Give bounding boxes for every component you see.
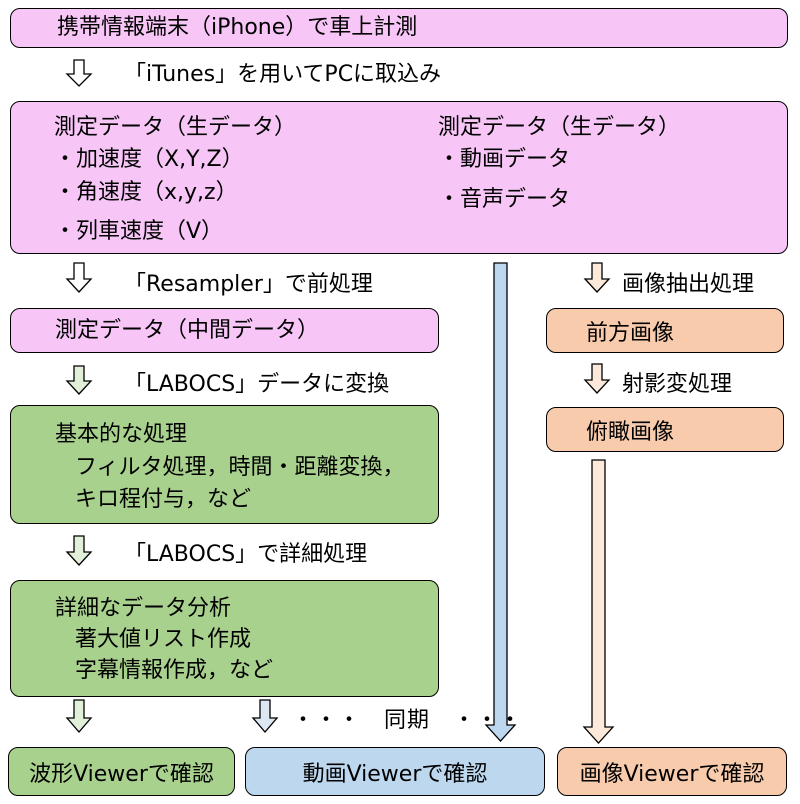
- arrow-down-icon: [65, 535, 93, 566]
- resampler-step-label: 「Resampler」で前処理: [124, 272, 373, 297]
- long-arrow-down-icon: [582, 459, 615, 744]
- itunes-step-label: 「iTunes」を用いてPCに取込み: [124, 62, 442, 87]
- video-viewer-box: 動画Viewerで確認: [245, 747, 545, 796]
- arrow-down-icon: [65, 699, 93, 733]
- projective-step-label: 射影変処理: [622, 372, 733, 397]
- image-viewer-label: 画像Viewerで確認: [579, 761, 765, 787]
- arrow-down-icon: [583, 363, 611, 394]
- detailed-analysis-box: 詳細なデータ分析 著大値リスト作成 字幕情報作成，など: [10, 580, 439, 697]
- video-viewer-label: 動画Viewerで確認: [302, 761, 488, 787]
- intermediate-data-box: 測定データ（中間データ）: [10, 308, 439, 353]
- raw-data-item: ・加速度（X,Y,Z）: [54, 147, 244, 172]
- arrow-down-icon: [251, 699, 279, 733]
- arrow-down-icon: [65, 59, 93, 87]
- onboard-measurement-label: 携帯情報端末（iPhone）で車上計測: [57, 15, 418, 40]
- basic-processing-box: 基本的な処理 フィルタ処理，時間・距離変換， キロ程付与，など: [10, 405, 439, 524]
- waveform-viewer-label: 波形Viewerで確認: [29, 761, 214, 787]
- sync-label: ・・・ 同期 ・・・: [292, 708, 523, 733]
- raw-data-item: ・音声データ: [438, 187, 571, 212]
- birdseye-image-box: 俯瞰画像: [546, 407, 784, 452]
- long-arrow-down-icon: [484, 262, 517, 742]
- raw-data-right-title: 測定データ（生データ）: [438, 115, 681, 140]
- waveform-viewer-box: 波形Viewerで確認: [8, 747, 235, 796]
- front-image-box: 前方画像: [546, 308, 784, 353]
- labocs-detail-step-label: 「LABOCS」で詳細処理: [124, 542, 368, 567]
- arrow-down-icon: [65, 365, 93, 395]
- detailed-analysis-line: 著大値リスト作成: [75, 627, 252, 652]
- image-extract-step-label: 画像抽出処理: [622, 272, 755, 297]
- raw-data-item: ・角速度（x,y,z）: [54, 180, 238, 205]
- basic-processing-line: フィルタ処理，時間・距離変換，: [75, 455, 405, 480]
- onboard-measurement-box: 携帯情報端末（iPhone）で車上計測: [10, 8, 788, 48]
- raw-data-left-title: 測定データ（生データ）: [54, 115, 297, 140]
- arrow-down-icon: [65, 262, 93, 293]
- raw-data-item: ・動画データ: [438, 147, 571, 172]
- front-image-label: 前方画像: [585, 320, 674, 346]
- intermediate-data-label: 測定データ（中間データ）: [55, 318, 320, 343]
- detailed-analysis-line: 字幕情報作成，など: [75, 658, 274, 683]
- arrow-down-icon: [583, 262, 611, 293]
- labocs-convert-step-label: 「LABOCS」データに変換: [124, 372, 390, 397]
- raw-data-box: [10, 101, 788, 254]
- basic-processing-title: 基本的な処理: [55, 422, 188, 447]
- birdseye-image-label: 俯瞰画像: [585, 419, 674, 445]
- image-viewer-box: 画像Viewerで確認: [557, 747, 787, 796]
- detailed-analysis-title: 詳細なデータ分析: [55, 596, 232, 621]
- basic-processing-line: キロ程付与，など: [75, 487, 252, 512]
- raw-data-item: ・列車速度（V）: [54, 219, 224, 244]
